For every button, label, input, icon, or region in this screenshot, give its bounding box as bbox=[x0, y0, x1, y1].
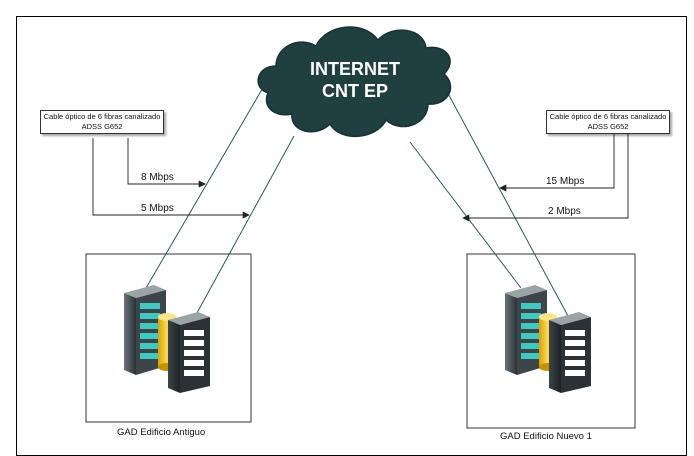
link-left-b bbox=[191, 135, 295, 323]
link-label-right-upper: 15 Mbps bbox=[546, 176, 585, 187]
cable-box-right: Cable óptico de 6 fibras canalizado ADSS… bbox=[546, 110, 670, 134]
link-label-left-lower: 5 Mbps bbox=[141, 203, 174, 214]
cable-box-left: Cable óptico de 6 fibras canalizado ADSS… bbox=[40, 110, 164, 134]
building-label-left: GAD Edificio Antiguo bbox=[117, 427, 206, 438]
building-left-frame bbox=[85, 253, 252, 423]
cable-box-right-line2: ADSS G652 bbox=[587, 122, 629, 131]
server-icon bbox=[168, 312, 210, 393]
cable-box-left-line1: Cable óptico de 6 fibras canalizado bbox=[43, 112, 161, 121]
cloud-icon bbox=[257, 26, 452, 138]
link-right-a bbox=[409, 141, 522, 289]
cloud-line-1: INTERNET bbox=[310, 59, 400, 79]
link-label-right-lower: 2 Mbps bbox=[548, 206, 581, 217]
cloud-title: INTERNET CNT EP bbox=[290, 58, 420, 102]
right-upper-arrow bbox=[499, 134, 615, 192]
right-lower-arrow bbox=[462, 134, 629, 222]
building-label-right: GAD Edificio Nuevo 1 bbox=[500, 431, 592, 442]
link-right-b bbox=[443, 85, 569, 317]
left-lower-arrow bbox=[92, 138, 250, 219]
network-diagram: INTERNET CNT EP Cable óptico de 6 fibras… bbox=[16, 16, 687, 456]
server-icon bbox=[549, 312, 591, 393]
cloud-line-2: CNT EP bbox=[321, 81, 388, 101]
cable-box-right-line1: Cable óptico de 6 fibras canalizado bbox=[549, 112, 667, 121]
diagram-canvas bbox=[85, 26, 636, 429]
left-upper-arrow bbox=[127, 138, 206, 188]
link-label-left-upper: 8 Mbps bbox=[141, 172, 174, 183]
building-right-frame bbox=[466, 253, 636, 429]
cable-box-left-line2: ADSS G652 bbox=[81, 122, 123, 131]
